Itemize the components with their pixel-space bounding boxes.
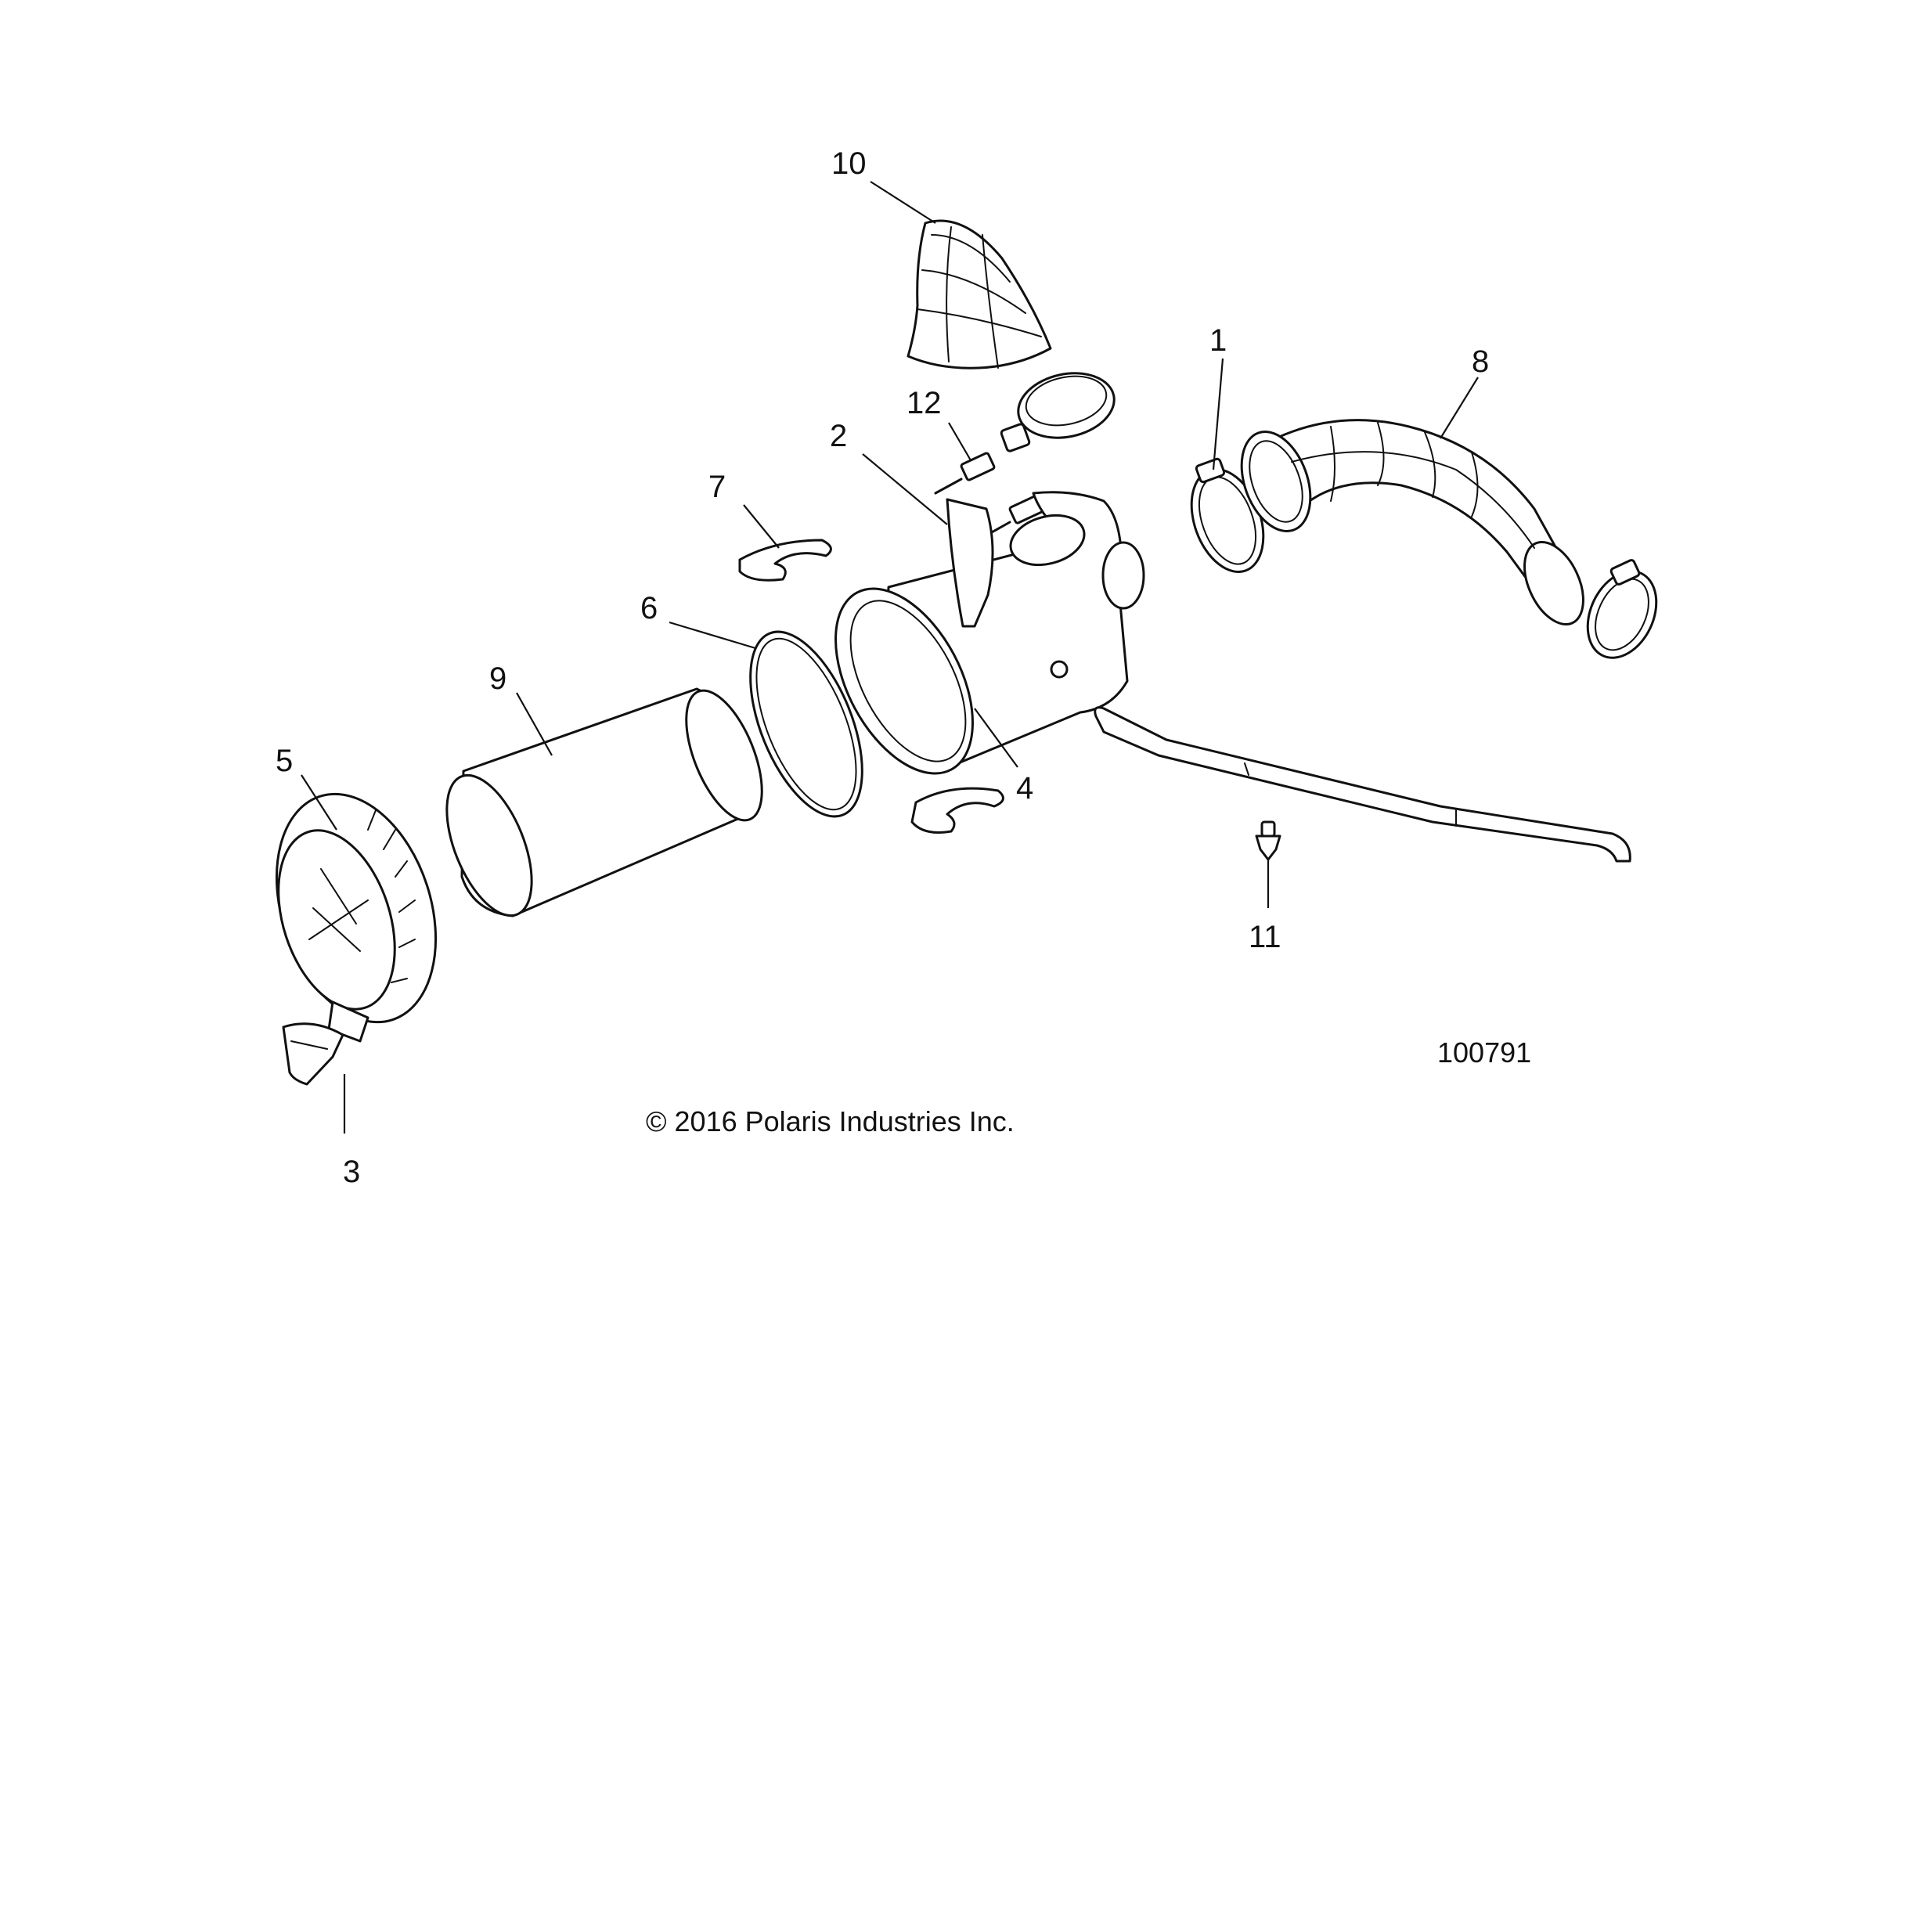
callout-10: 10 xyxy=(831,146,867,181)
callout-labels: 10 1 8 12 2 7 6 9 5 4 11 3 xyxy=(276,146,1489,1189)
upper-hose-clamp xyxy=(1000,372,1116,452)
part-12-bolts xyxy=(934,452,1044,538)
copyright-notice: © 2016 Polaris Industries Inc. xyxy=(646,1105,1015,1137)
airbox-mouth-ring xyxy=(834,587,974,775)
callout-5: 5 xyxy=(276,744,293,778)
callout-1: 1 xyxy=(1209,323,1227,358)
part-2-mounting-bracket xyxy=(946,498,994,628)
part-11-push-rivet xyxy=(1255,820,1281,861)
part-3-drain-valve xyxy=(282,1022,344,1086)
callout-2: 2 xyxy=(830,419,847,453)
part-8-intake-duct xyxy=(1240,419,1584,626)
callout-8: 8 xyxy=(1472,344,1489,379)
part-5-airbox-end-cover xyxy=(275,792,438,1043)
leader-lines xyxy=(301,181,1479,1134)
part-7-spring-clip-upper xyxy=(738,539,832,582)
spring-clip-lower xyxy=(910,787,1004,834)
callout-7: 7 xyxy=(708,470,726,504)
callout-4: 4 xyxy=(1016,771,1033,806)
part-9-air-filter-element xyxy=(445,687,763,917)
breather-tube xyxy=(1094,706,1631,863)
callout-11: 11 xyxy=(1249,920,1281,954)
callout-6: 6 xyxy=(640,591,658,625)
outlet-hose-clamp xyxy=(1586,559,1658,659)
part-6-gasket-ring xyxy=(749,630,863,818)
part-10-intake-elbow xyxy=(907,219,1052,369)
part-1-hose-clamp xyxy=(1190,457,1265,573)
callout-9: 9 xyxy=(489,661,506,696)
callout-3: 3 xyxy=(343,1155,360,1189)
figure-number: 100791 xyxy=(1437,1036,1531,1069)
callout-12: 12 xyxy=(907,386,942,420)
